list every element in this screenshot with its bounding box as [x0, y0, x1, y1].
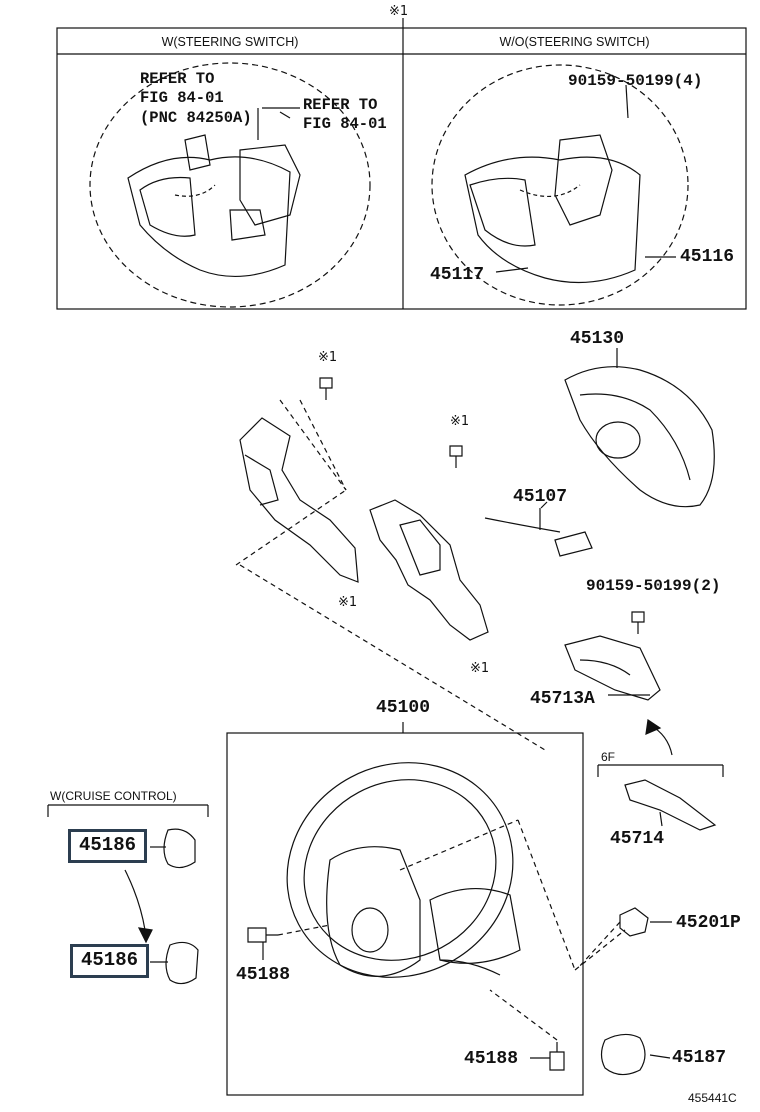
label-45100: 45100	[376, 698, 431, 718]
ref1-line3: (PNC 84250A)	[140, 108, 252, 127]
header-with-steering-switch: W(STEERING SWITCH)	[161, 35, 299, 49]
label-45130: 45130	[570, 329, 625, 349]
refer-fig-pnc-84250a: REFER TO FIG 84-01 (PNC 84250A)	[140, 70, 252, 128]
bolt-45188-a-shape	[247, 927, 278, 943]
ref2-line1: REFER TO	[303, 96, 378, 114]
label-45201p: 45201P	[676, 913, 741, 933]
ref1-line2: FIG 84-01	[140, 89, 224, 108]
cable-45107	[484, 508, 593, 557]
refer-fig-84-01: REFER TO FIG 84-01	[303, 96, 387, 135]
asterisk-mark-3: ※1	[338, 595, 358, 610]
top-panel-frame	[56, 27, 747, 310]
airbag-45130	[564, 366, 715, 508]
figure-id: 455441C	[688, 1091, 737, 1105]
label-45714: 45714	[610, 829, 665, 849]
cruise-switch-b	[165, 941, 199, 985]
bolt-shapes	[319, 377, 645, 634]
nut-45201p	[619, 907, 649, 937]
wheel-box-45100	[226, 732, 584, 1096]
label-bolt-90159-50199-4: 90159-50199(4)	[568, 72, 703, 90]
cruise-arrow	[124, 869, 146, 931]
asterisk-mark-2: ※1	[450, 414, 470, 429]
label-45117: 45117	[430, 265, 485, 285]
label-45713a: 45713A	[530, 689, 595, 709]
label-6f: 6F	[601, 750, 616, 764]
asterisk-mark-4: ※1	[470, 661, 490, 676]
part-45714-shape	[624, 779, 717, 831]
label-45186-top: 45186	[68, 829, 148, 863]
label-45107: 45107	[513, 487, 568, 507]
label-bolt-90159-50199-2: 90159-50199(2)	[586, 577, 721, 595]
label-45186-bottom: 45186	[70, 944, 150, 978]
label-45187: 45187	[672, 1048, 727, 1068]
label-45188-bottom: 45188	[464, 1049, 519, 1069]
ref1-line1: REFER TO	[140, 70, 215, 88]
label-45116: 45116	[680, 247, 735, 267]
cruise-switch-a	[163, 828, 196, 869]
top-asterisk-mark: ※1	[389, 4, 409, 19]
left-switch-bracket	[235, 399, 359, 583]
steering-wheel-without-switch	[431, 64, 689, 306]
right-switch-bracket	[369, 499, 489, 641]
asterisk-mark-1: ※1	[318, 350, 338, 365]
cap-45187	[600, 1033, 646, 1076]
ref2-line2: FIG 84-01	[303, 115, 387, 134]
header-without-steering-switch: W/O(STEERING SWITCH)	[499, 35, 650, 49]
steering-wheel-with-switch	[89, 62, 371, 308]
bolt-45188-b-shape	[549, 1042, 565, 1071]
steering-wheel-45100	[286, 762, 521, 978]
header-cruise-control: W(CRUISE CONTROL)	[50, 789, 177, 803]
cover-45713a	[564, 635, 661, 701]
label-45188-left: 45188	[236, 965, 291, 985]
